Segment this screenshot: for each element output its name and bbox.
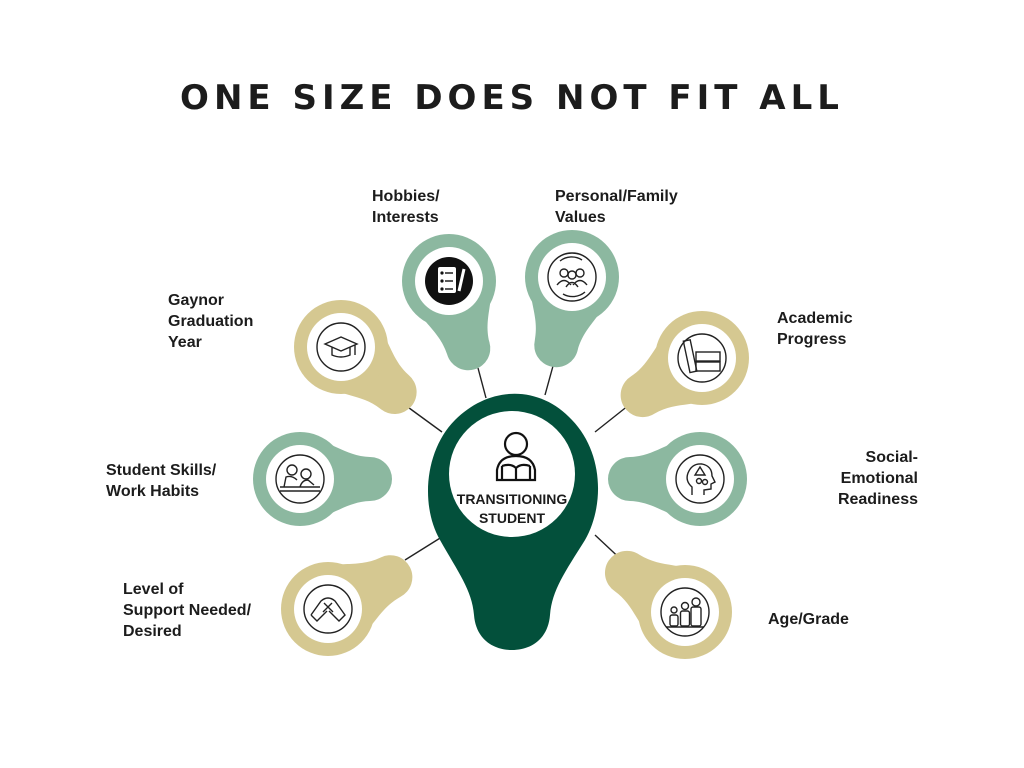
center-label-line1: TRANSITIONING	[456, 491, 568, 507]
label-age: Age/Grade	[768, 609, 849, 630]
label-line: Support Needed/	[123, 602, 252, 619]
label-line: Work Habits	[106, 483, 200, 500]
label-line: Social-	[865, 449, 918, 466]
node-hobbies	[402, 234, 496, 371]
page-title: ONE SIZE DOES NOT FIT ALL	[180, 78, 844, 118]
books-icon	[677, 333, 727, 383]
label-line: Year	[168, 334, 202, 351]
label-hobbies: Hobbies/Interests	[372, 186, 440, 228]
label-line: Level of	[123, 581, 184, 598]
connector-line-support	[404, 534, 446, 561]
node-social	[608, 432, 747, 526]
label-line: Progress	[777, 331, 847, 348]
label-line: Hobbies/	[372, 188, 440, 205]
node-values	[525, 230, 619, 368]
label-line: Personal/Family	[555, 188, 678, 205]
family-cycle-icon	[547, 252, 597, 302]
label-line: Age/Grade	[768, 611, 849, 628]
checklist-icon	[425, 257, 473, 305]
label-line: Values	[555, 209, 606, 226]
label-line: Student Skills/	[106, 462, 217, 479]
graduation-cap-icon	[316, 322, 366, 372]
center-label-line2: STUDENT	[478, 510, 546, 526]
student-reading-icon	[495, 431, 537, 482]
node-support	[281, 555, 413, 656]
age-growth-icon	[660, 587, 710, 637]
label-skills: Student Skills/Work Habits	[106, 460, 216, 502]
connector-line-graduation	[404, 404, 443, 433]
label-support: Level of Support Needed/Desired	[123, 579, 251, 642]
label-line: Desired	[123, 623, 182, 640]
study-desk-icon	[275, 454, 325, 504]
label-line: Readiness	[837, 491, 918, 508]
label-line: Graduation	[168, 313, 254, 330]
center-label: TRANSITIONING STUDENT	[440, 490, 584, 528]
center-bulb	[428, 393, 599, 650]
connector-line-academic	[594, 404, 630, 433]
label-line: Interests	[372, 209, 439, 226]
label-line: Emotional	[840, 470, 918, 487]
label-line: Gaynor	[168, 292, 225, 309]
node-academic	[620, 311, 749, 418]
connector-line-values	[544, 365, 554, 396]
node-age	[605, 550, 732, 659]
node-skills	[253, 432, 392, 526]
label-line: Academic	[777, 310, 853, 327]
connector-line-hobbies	[477, 367, 487, 399]
head-mind-icon	[675, 454, 725, 504]
node-graduation	[294, 300, 417, 414]
handshake-icon	[303, 584, 353, 634]
